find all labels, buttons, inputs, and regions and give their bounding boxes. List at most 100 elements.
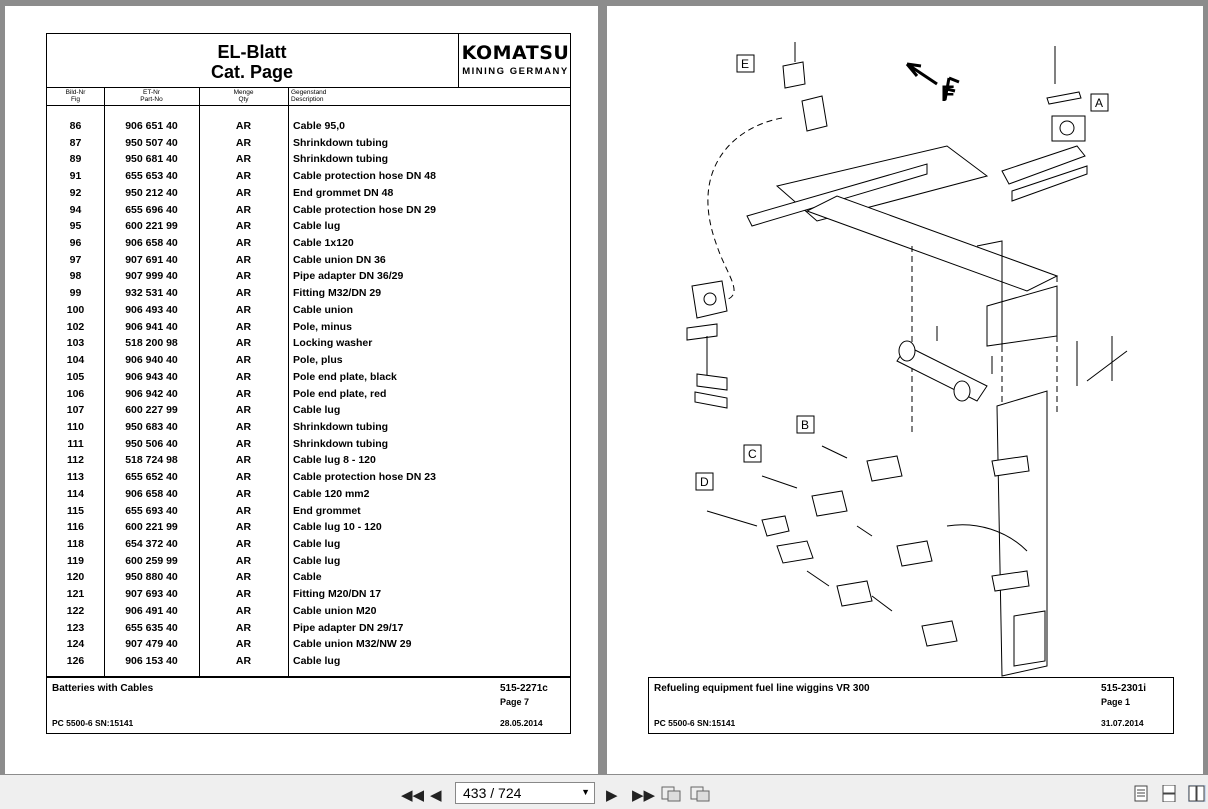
first-page-icon[interactable]: ◀◀ [401,787,425,804]
label-box-E: E [741,57,749,71]
cell-qty: AR [235,203,252,216]
last-page-icon[interactable]: ▶▶ [632,787,656,804]
chevron-down-icon[interactable]: ▼ [581,787,590,797]
next-page-icon[interactable]: ▶ [606,787,618,804]
next-view-icon[interactable] [690,785,712,802]
footer-date: 28.05.2014 [500,718,543,728]
cell-part: 600 227 99 [125,404,178,417]
cell-part: 600 259 99 [125,554,178,567]
cell-desc: Cable 95,0 [293,120,345,132]
title-de: EL-Blatt [217,42,287,62]
cell-fig: 122 [66,604,85,617]
cell-qty: AR [235,437,252,450]
label-box-B: B [801,418,809,432]
cell-part: 906 491 40 [125,604,178,617]
cell-qty: AR [235,588,252,601]
cell-desc: Shrinkdown tubing [293,437,389,450]
cell-desc: Cable union DN 36 [293,253,386,266]
cell-qty: AR [235,404,252,417]
continuous-icon[interactable] [1162,785,1176,802]
cell-desc: Fitting M32/DN 29 [293,287,382,300]
prev-view-icon[interactable] [661,785,683,802]
logo-sub: MINING GERMANY [462,66,569,77]
cell-part: 906 651 40 [125,120,178,132]
cell-fig: 116 [67,521,84,534]
cell-qty: AR [235,420,252,433]
cell-fig: 120 [66,571,85,584]
cell-desc: Cable union M32/NW 29 [293,638,412,651]
single-page-icon[interactable] [1134,785,1148,802]
cell-fig: 102 [66,320,85,333]
cell-desc: Cable [293,571,322,584]
cell-desc: Cable 1x120 [293,237,354,250]
logo-main: KOMATSU [461,42,570,64]
cell-desc: Pipe adapter DN 29/17 [293,621,404,634]
footer-title: Refueling equipment fuel line wiggins VR… [654,683,870,694]
cell-fig: 91 [69,170,82,183]
cell-fig: 113 [67,471,84,484]
cell-desc: Locking washer [293,337,373,350]
cell-part: 906 943 40 [125,370,178,383]
cell-fig: 86 [69,120,82,132]
cell-part: 655 693 40 [125,504,178,517]
cell-qty: AR [235,337,252,350]
cell-qty: AR [235,303,252,316]
cell-desc: Cable lug 10 - 120 [293,521,382,534]
cell-part: 950 212 40 [125,186,178,199]
cell-fig: 110 [67,420,84,433]
cell-qty: AR [235,655,252,668]
two-page-icon[interactable] [1188,785,1206,802]
footer-code: 515-2301i [1101,683,1147,694]
cell-desc: End grommet [293,504,361,517]
divider [199,88,200,676]
prev-page-icon[interactable]: ◀ [430,787,442,804]
cell-qty: AR [235,471,252,484]
cell-part: 906 941 40 [125,320,178,333]
left-footer: Batteries with Cables 515-2271c Page 7 P… [46,677,571,734]
cell-desc: Pole end plate, black [293,370,397,383]
cell-qty: AR [235,504,252,517]
cell-desc: Pole end plate, red [293,387,387,400]
cell-part: 907 691 40 [125,253,178,266]
cell-fig: 94 [69,203,82,216]
cell-part: 518 200 98 [125,337,178,350]
cell-qty: AR [235,153,252,166]
cell-fig: 100 [66,303,85,316]
footer-code: 515-2271c [500,683,548,694]
cell-fig: 123 [66,621,85,634]
cell-desc: Shrinkdown tubing [293,136,389,149]
footer-date: 31.07.2014 [1101,718,1144,728]
cell-qty: AR [235,320,252,333]
cell-fig: 112 [67,454,84,467]
right-page [607,6,1203,774]
cell-desc: Cable lug [293,220,341,233]
cell-qty: AR [235,387,252,400]
cell-fig: 114 [67,487,84,500]
exploded-drawing: E A B C D F [686,42,1128,677]
cell-fig: 98 [69,270,82,283]
cell-fig: 95 [69,220,82,233]
page-number-input[interactable]: 433 / 724 ▼ [455,782,595,804]
cell-desc: Cable lug 8 - 120 [293,454,376,467]
cell-part: 906 942 40 [125,387,178,400]
cell-desc: Pipe adapter DN 36/29 [293,270,404,283]
cell-qty: AR [235,538,252,550]
footer-page: Page 1 [1101,697,1131,707]
cell-fig: 124 [66,638,85,651]
